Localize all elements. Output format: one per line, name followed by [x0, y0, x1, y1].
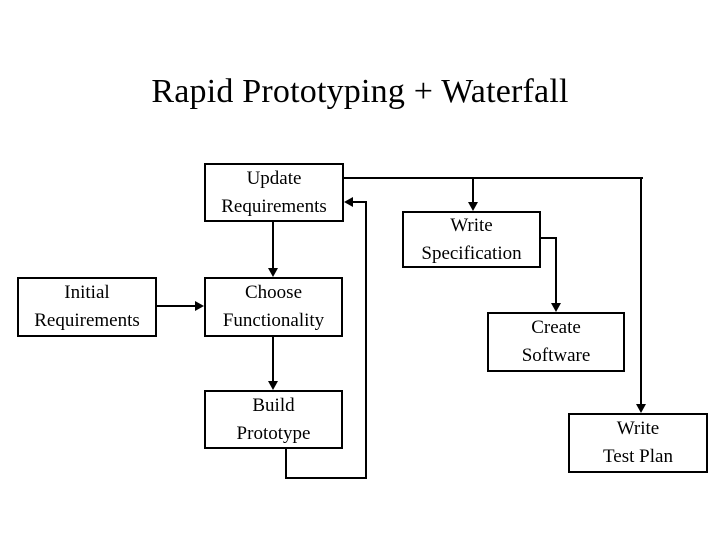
edge-write-specification-to-create-software [555, 237, 557, 305]
node-label-line2: Requirements [34, 310, 140, 331]
arrowhead-write-test-plan-top [636, 404, 646, 413]
node-label-line1: Write [616, 418, 660, 439]
arrowhead-write-specification-top [468, 202, 478, 211]
arrowhead-choose-functionality-top [268, 268, 278, 277]
node-write-specification[interactable]: Write Specification [402, 211, 541, 268]
node-label-line1: Write [450, 214, 493, 236]
node-label-line1: Build [252, 394, 295, 416]
edge-trunk-to-write-specification [472, 177, 474, 204]
arrowhead-choose-functionality-left [195, 301, 204, 311]
edge-update-requirements-right-trunk [344, 177, 643, 179]
node-build-prototype[interactable]: Build Prototype [204, 390, 343, 449]
node-choose-functionality[interactable]: Choose Functionality [204, 277, 343, 337]
node-write-test-plan[interactable]: Write Test Plan [568, 413, 708, 473]
edge-write-specification-right [541, 237, 557, 239]
node-create-software[interactable]: Create Software [487, 312, 625, 372]
node-label-line2: Software [521, 345, 591, 366]
edge-choose-functionality-to-build-prototype [272, 337, 274, 382]
edge-trunk-to-write-test-plan [640, 177, 642, 405]
node-label-line2: Functionality [222, 310, 325, 331]
node-label-line2: Requirements [221, 195, 327, 217]
edge-update-requirements-to-choose-functionality [272, 222, 274, 269]
edge-feedback-riser [365, 201, 367, 479]
edge-feedback-to-update-requirements [352, 201, 367, 203]
edge-initial-requirements-to-choose-functionality [157, 305, 197, 307]
node-label-line2: Prototype [236, 422, 311, 444]
arrowhead-build-prototype-top [268, 381, 278, 390]
node-update-requirements[interactable]: Update Requirements [204, 163, 344, 222]
node-label-line2: Specification [421, 242, 522, 264]
edge-build-prototype-bottom [285, 449, 287, 479]
node-label-line1: Initial [64, 282, 110, 303]
node-label-line2: Test Plan [603, 446, 673, 467]
node-initial-requirements[interactable]: Initial Requirements [17, 277, 157, 337]
page-title: Rapid Prototyping + Waterfall [151, 73, 569, 110]
arrowhead-create-software-top [551, 303, 561, 312]
node-label-line1: Create [531, 317, 581, 338]
node-label-line1: Update [246, 167, 302, 189]
arrowhead-update-requirements-right [344, 197, 353, 207]
node-label-line1: Choose [245, 282, 302, 303]
edge-feedback-bottom-run [285, 477, 367, 479]
